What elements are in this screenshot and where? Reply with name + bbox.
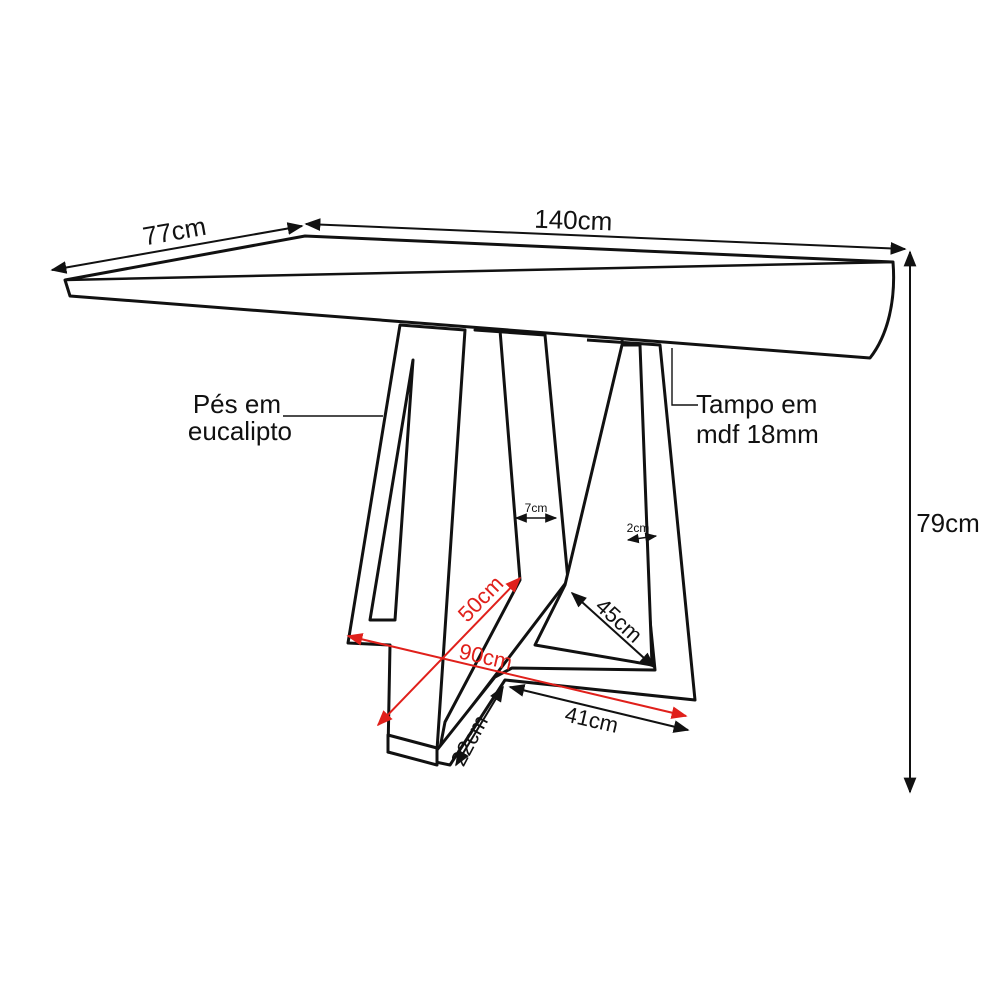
base-diagonal-arrow [346, 633, 688, 719]
table-base [346, 323, 697, 767]
legs-label-line2: eucalipto [188, 416, 292, 446]
table-top [63, 234, 896, 360]
leg-gap-arrow [626, 532, 658, 544]
foot-length-label: 41cm [563, 701, 621, 737]
depth-label: 77cm [141, 211, 209, 252]
width-label: 140cm [534, 204, 613, 237]
highlight-arrows [346, 576, 688, 727]
left-leg [346, 323, 467, 754]
foot-block [386, 733, 439, 767]
center-leg [438, 328, 570, 750]
leg-gap-label: 2cm [627, 521, 650, 535]
dimension-arrows [50, 218, 917, 794]
leader-lines [283, 348, 698, 417]
top-label-line1: Tampo em [696, 389, 817, 419]
leg-width-label: 7cm [525, 501, 548, 515]
top-leader [671, 348, 698, 406]
depth-arrow [50, 222, 304, 274]
top-label-line2: mdf 18mm [696, 419, 819, 449]
height-label: 79cm [916, 508, 980, 538]
width-arrow [304, 218, 907, 255]
legs-label-line1: Pés em [193, 389, 281, 419]
